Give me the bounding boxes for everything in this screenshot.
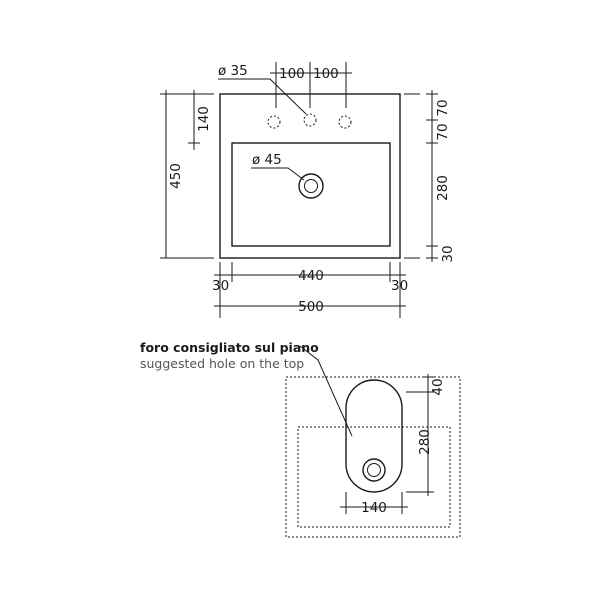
drain-outer: [298, 173, 324, 199]
label-drain-diameter: ø 45: [252, 152, 282, 168]
tap-hole-left: [267, 115, 281, 129]
label-right-70-bottom: 70: [435, 123, 451, 140]
label-hole-top-offset: 40: [430, 378, 446, 395]
drain-inner: [304, 179, 318, 193]
label-right-30: 30: [440, 245, 456, 262]
label-height-total: 450: [168, 163, 184, 189]
label-spacing-right: 100: [313, 66, 339, 82]
label-hole-diameter: ø 35: [218, 63, 248, 79]
label-hole-height: 280: [417, 429, 433, 455]
dim-hole: 40 280 140: [340, 374, 446, 516]
dim-tap-holes: ø 35 100 100: [218, 62, 352, 115]
label-hole-width: 140: [361, 500, 387, 516]
dim-left: 450 140: [160, 90, 214, 259]
basin-bowl: [231, 142, 391, 247]
hole-top-view: [285, 376, 461, 538]
basin-top-view: [219, 93, 401, 259]
dim-bottom: 30 440 30 500: [212, 262, 408, 318]
tap-hole-right: [338, 115, 352, 129]
label-height-tap: 140: [196, 106, 212, 132]
hole-caption: foro consigliato sul piano suggested hol…: [140, 340, 353, 437]
basin-footprint: [297, 426, 451, 528]
countertop-outline: [285, 376, 461, 538]
label-width-total: 500: [298, 299, 324, 315]
tap-hole-center: [303, 113, 317, 127]
dim-right: 70 70 280 30: [404, 90, 456, 263]
basin-outline: [219, 93, 401, 259]
label-width-inner: 440: [298, 268, 324, 284]
hole-drain-outer: [362, 458, 386, 482]
label-right-70-top: 70: [435, 99, 451, 116]
dim-drain: ø 45: [251, 152, 305, 181]
hole-drain-inner: [367, 463, 381, 477]
caption-italian: foro consigliato sul piano: [140, 340, 319, 355]
label-side-right: 30: [391, 278, 408, 294]
caption-english: suggested hole on the top: [140, 356, 304, 371]
label-side-left: 30: [212, 278, 229, 294]
label-spacing-left: 100: [279, 66, 305, 82]
label-right-280: 280: [435, 175, 451, 201]
suggested-hole-slot: [345, 379, 403, 493]
